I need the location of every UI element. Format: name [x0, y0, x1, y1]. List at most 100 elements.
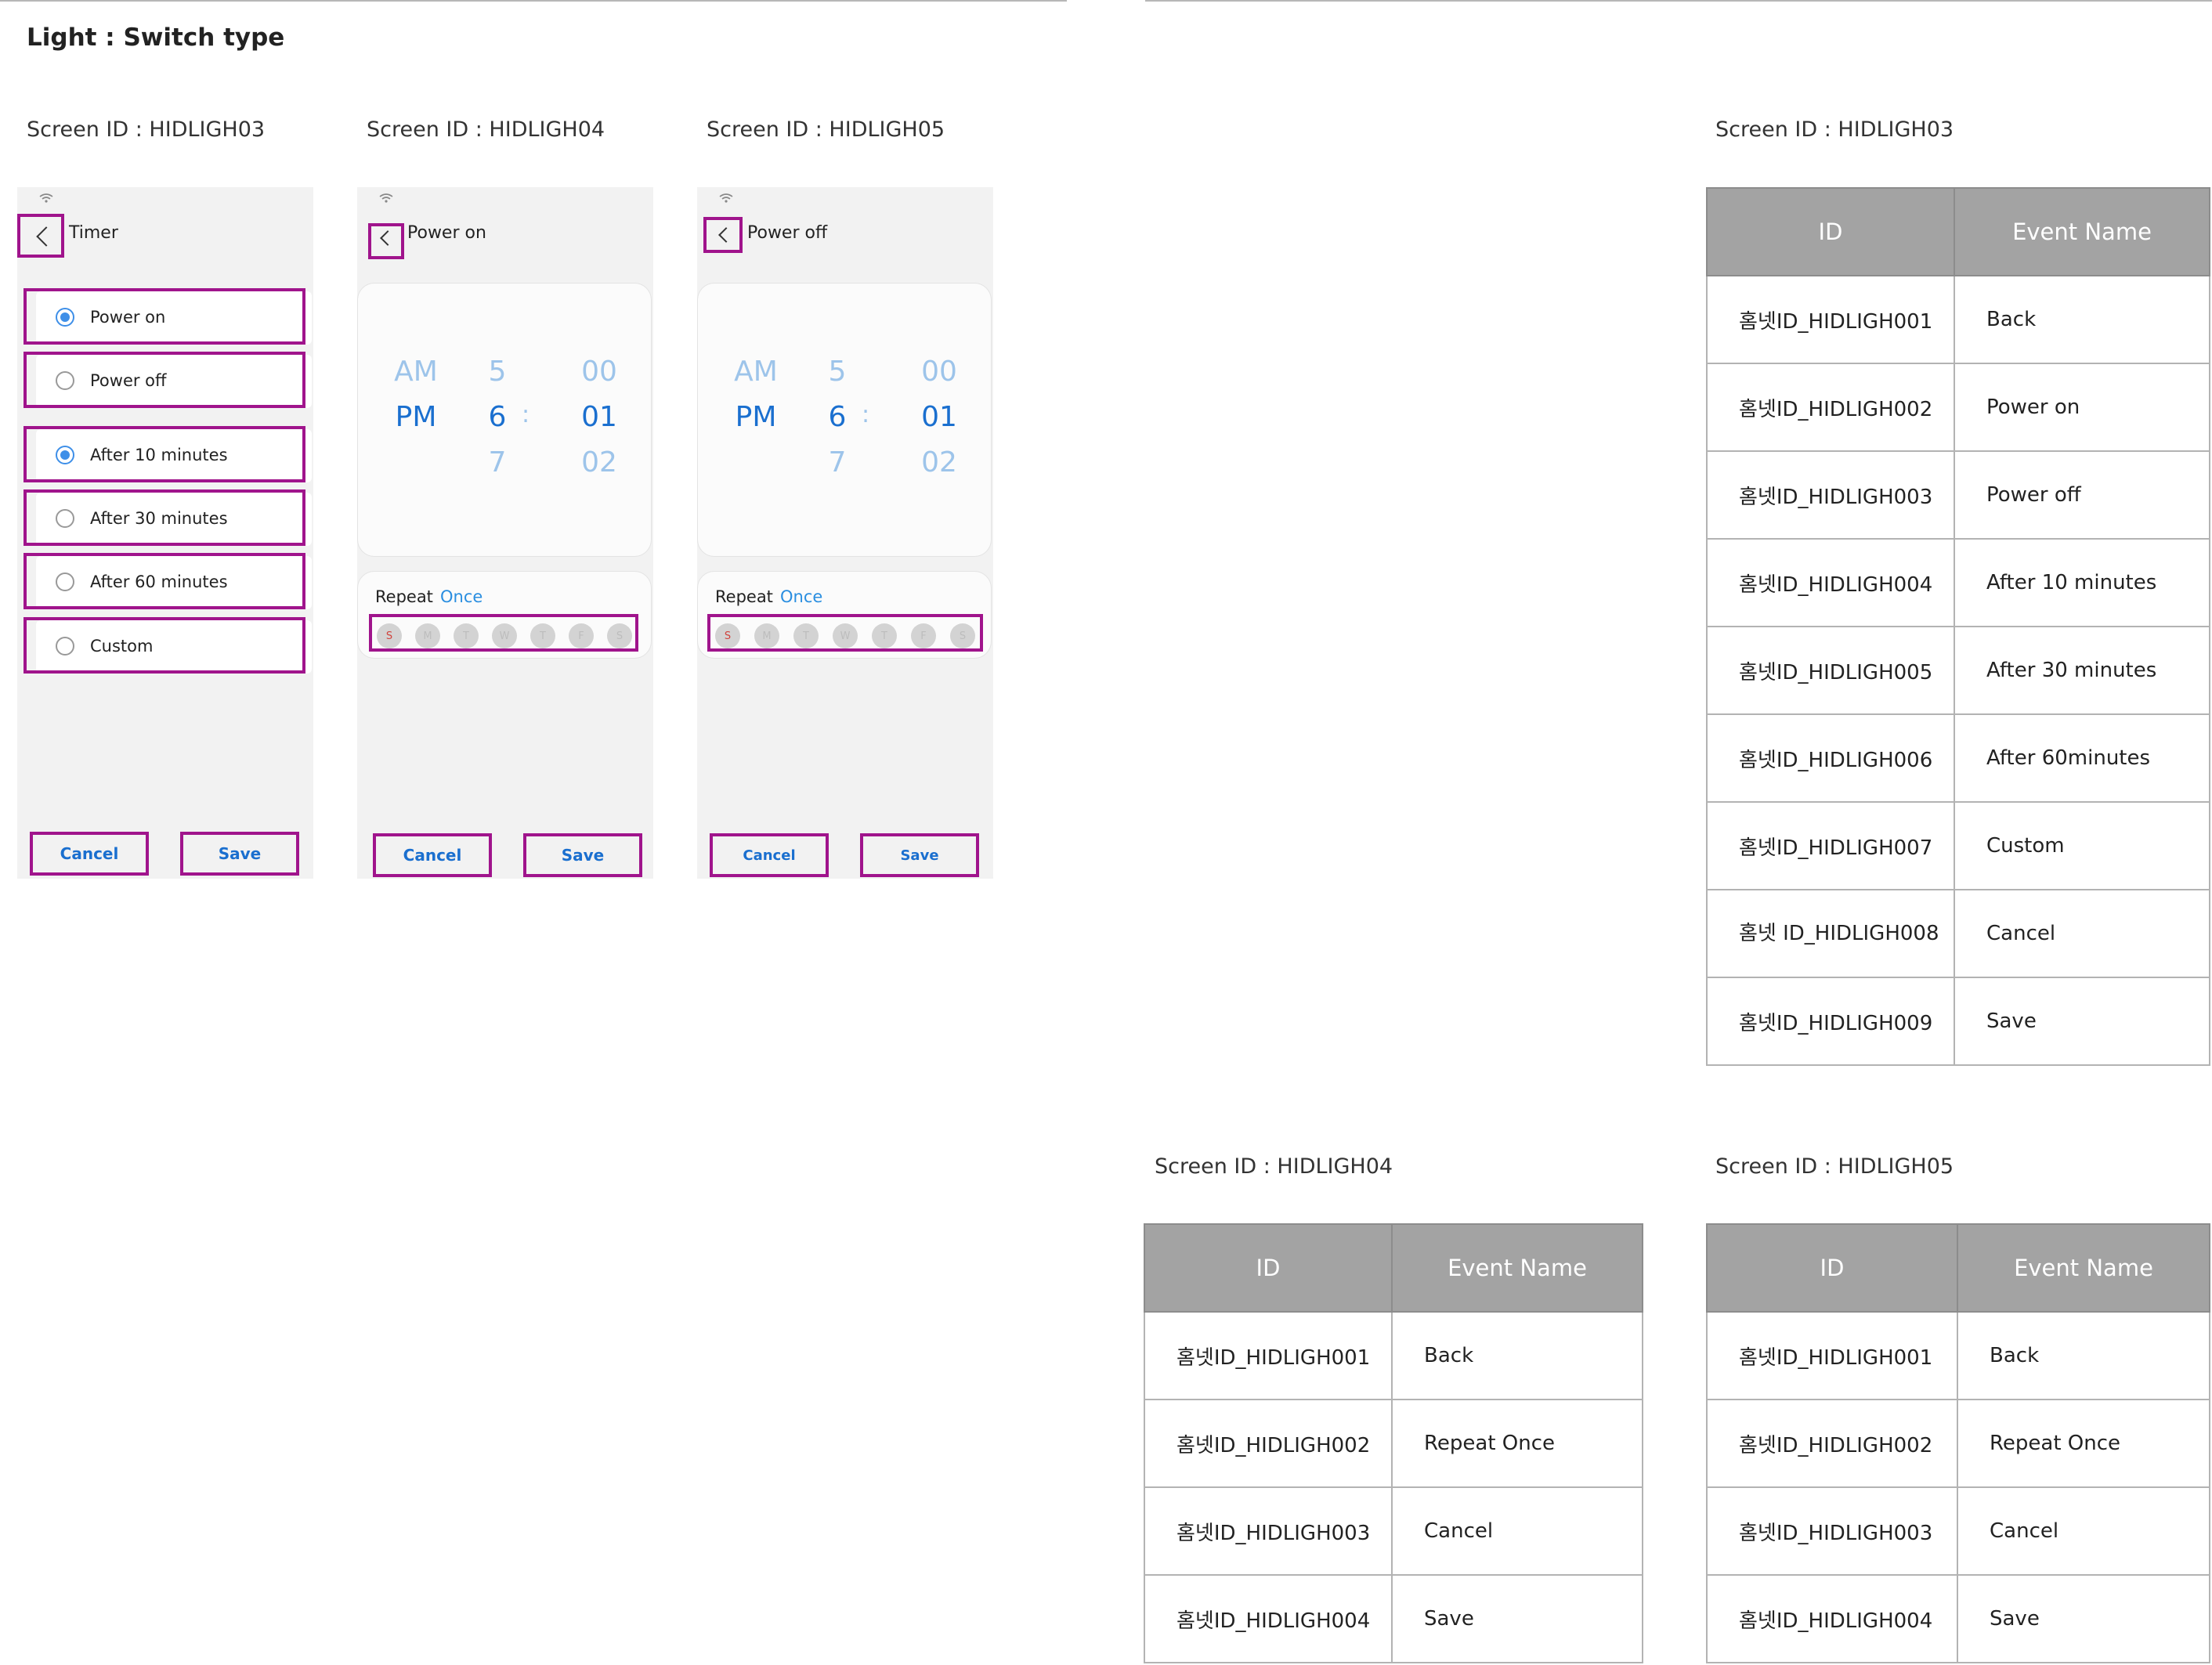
row-event: Save: [1954, 977, 2210, 1066]
row-id: 홈넷ID_HIDLIGH009: [1706, 977, 1955, 1066]
save-button[interactable]: Save: [523, 833, 642, 877]
minute-below: 02: [921, 446, 957, 479]
day-monday[interactable]: M: [415, 623, 440, 648]
back-button[interactable]: [17, 214, 64, 258]
row-event: After 10 minutes: [1954, 538, 2210, 627]
option-power-off: Power off: [36, 355, 312, 408]
radio-after-30-minutes[interactable]: [56, 509, 74, 528]
day-thursday[interactable]: T: [530, 623, 555, 648]
row-event: Save: [1957, 1574, 2210, 1663]
radio-custom[interactable]: [56, 637, 74, 656]
table-label-hidligh04: Screen ID : HIDLIGH04: [1155, 1154, 1393, 1179]
screen-title: Power on: [407, 223, 486, 243]
option-label: Power on: [90, 308, 166, 327]
wifi-icon: [719, 193, 733, 203]
hour-selected[interactable]: 6: [488, 401, 507, 433]
save-button[interactable]: Save: [860, 833, 979, 877]
repeat-label: Repeat: [375, 587, 433, 606]
minute-above: 00: [581, 356, 617, 388]
page-title: Light : Switch type: [27, 23, 285, 52]
radio-power-on[interactable]: [56, 308, 74, 327]
row-id: 홈넷ID_HIDLIGH005: [1706, 626, 1955, 715]
hour-above: 5: [488, 356, 507, 388]
cancel-button[interactable]: Cancel: [710, 833, 829, 877]
radio-after-10-minutes[interactable]: [56, 446, 74, 464]
table-label-hidligh05: Screen ID : HIDLIGH05: [1715, 1154, 1954, 1179]
radio-after-60-minutes[interactable]: [56, 572, 74, 591]
row-event: Power on: [1954, 363, 2210, 452]
repeat-value[interactable]: Once: [440, 587, 483, 606]
hour-below: 7: [828, 446, 847, 479]
day-saturday[interactable]: S: [950, 623, 975, 648]
day-thursday[interactable]: T: [872, 623, 897, 648]
after-60-highlight: [23, 553, 305, 609]
chevron-left-icon: [380, 230, 396, 246]
row-event: Cancel: [1957, 1486, 2210, 1576]
screen-label-hidligh04: Screen ID : HIDLIGH04: [367, 117, 605, 142]
after-10-highlight: [23, 426, 305, 482]
header-id: ID: [1144, 1223, 1393, 1313]
ampm-above: AM: [394, 356, 438, 388]
wifi-icon: [379, 193, 393, 203]
day-saturday[interactable]: S: [607, 623, 632, 648]
row-id: 홈넷ID_HIDLIGH002: [1706, 1399, 1958, 1488]
screen-label-hidligh03: Screen ID : HIDLIGH03: [27, 117, 266, 142]
repeat-days: S M T W T F S: [707, 614, 983, 652]
back-button[interactable]: [703, 217, 743, 253]
row-event: Cancel: [1954, 889, 2210, 978]
row-id: 홈넷ID_HIDLIGH001: [1706, 275, 1955, 364]
day-sunday[interactable]: S: [377, 623, 402, 648]
time-separator: :: [521, 401, 530, 428]
minute-selected[interactable]: 01: [921, 401, 957, 433]
option-power-on: Power on: [36, 291, 312, 345]
time-picker[interactable]: AM PM 5 6 7 : 00 01 02: [357, 283, 652, 557]
repeat-card: Repeat Once S M T W T F S: [357, 571, 652, 659]
day-tuesday[interactable]: T: [454, 623, 479, 648]
power-off-highlight: [23, 352, 305, 408]
row-id: 홈넷ID_HIDLIGH004: [1706, 1574, 1958, 1663]
row-id: 홈넷ID_HIDLIGH003: [1706, 450, 1955, 540]
repeat-value[interactable]: Once: [780, 587, 823, 606]
hour-selected[interactable]: 6: [828, 401, 847, 433]
day-tuesday[interactable]: T: [793, 623, 819, 648]
day-sunday[interactable]: S: [715, 623, 740, 648]
option-custom: Custom: [36, 620, 312, 674]
day-monday[interactable]: M: [754, 623, 779, 648]
cancel-button[interactable]: Cancel: [30, 832, 149, 876]
header-event-name: Event Name: [1391, 1223, 1643, 1313]
row-event: Repeat Once: [1957, 1399, 2210, 1488]
time-picker[interactable]: AM PM 5 6 7 : 00 01 02: [697, 283, 992, 557]
power-on-highlight: [23, 288, 305, 345]
day-friday[interactable]: F: [911, 623, 936, 648]
save-button[interactable]: Save: [180, 832, 299, 876]
radio-power-off[interactable]: [56, 371, 74, 390]
header-event-name: Event Name: [1954, 187, 2210, 276]
back-button[interactable]: [368, 223, 404, 259]
table-label-hidligh03: Screen ID : HIDLIGH03: [1715, 117, 1954, 142]
option-after-60-minutes: After 60 minutes: [36, 556, 312, 609]
option-label: After 60 minutes: [90, 572, 228, 591]
ampm-selected[interactable]: PM: [735, 401, 777, 433]
row-event: Custom: [1954, 801, 2210, 890]
day-friday[interactable]: F: [569, 623, 594, 648]
minute-selected[interactable]: 01: [581, 401, 617, 433]
cancel-button[interactable]: Cancel: [373, 833, 492, 877]
day-wednesday[interactable]: W: [492, 623, 517, 648]
minute-above: 00: [921, 356, 957, 388]
time-separator: :: [861, 401, 870, 428]
row-id: 홈넷ID_HIDLIGH007: [1706, 801, 1955, 890]
day-wednesday[interactable]: W: [833, 623, 858, 648]
phone-power-on-screen: Power on AM PM 5 6 7 : 00 01 02 Repeat O…: [357, 187, 653, 879]
option-label: Power off: [90, 371, 167, 390]
ampm-selected[interactable]: PM: [395, 401, 437, 433]
